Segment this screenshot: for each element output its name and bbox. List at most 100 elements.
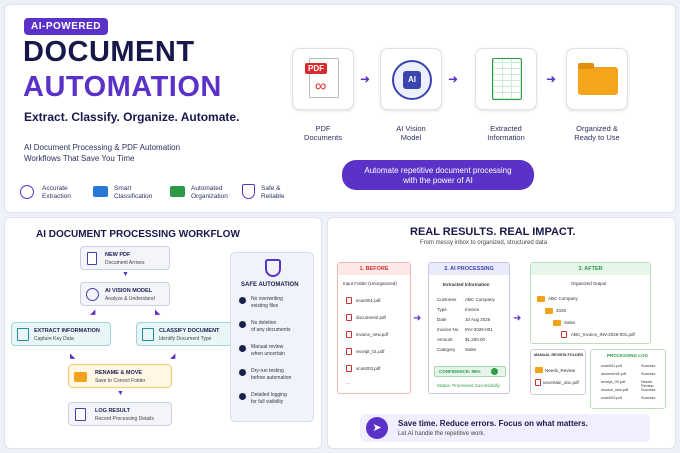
safe-item-2-l2: of any documents [251, 327, 291, 333]
brain-icon [86, 288, 99, 301]
log-row-3-file: receipt_09.pdf [601, 380, 626, 384]
ai-label-1: AI Vision [396, 124, 426, 133]
organized-label-2: Ready to Use [574, 133, 620, 142]
step-rename-title: RENAME & MOVE [95, 370, 143, 376]
feature-2-l1: Smart [114, 185, 132, 192]
arrow-down-left-icon: ◢ [90, 309, 96, 316]
after-card: 3. AFTER Organized Output ABC Company 20… [530, 262, 651, 344]
step-new-title: NEW PDF [105, 252, 131, 258]
folder-icon [578, 67, 618, 95]
check-icon [239, 321, 246, 328]
after-tree-2: 2026 [556, 308, 567, 313]
organized-step [566, 48, 628, 110]
tag-icon [142, 328, 154, 341]
before-file-3: invoice_new.pdf [356, 332, 389, 337]
after-tree-3: Sales [564, 320, 576, 325]
arrow-right-icon: ➜ [546, 72, 557, 86]
step-extract-sub: Capture Key Data [34, 336, 74, 342]
ai-processing-card: 2. AI PROCESSING Extracted Information C… [428, 262, 510, 394]
cta-line-1: Automate repetitive document processing [364, 166, 512, 175]
check-circle-icon [491, 368, 498, 375]
processing-log-card: PROCESSING LOG scan001.pdf Success docum… [590, 349, 666, 409]
confidence-box [434, 366, 506, 377]
ai-row-2-val: Invoice [465, 307, 480, 312]
ai-processing-header: 2. AI PROCESSING [429, 263, 509, 275]
check-icon [239, 345, 246, 352]
step-vision-title: AI VISION MODEL [105, 288, 153, 294]
log-row-3-status: Needs Review [641, 380, 654, 388]
ai-row-3-val: 10 Aug 2026 [465, 317, 491, 322]
pdf-label-2: Documents [304, 133, 342, 142]
step-rename: RENAME & MOVE Save to Correct Folder [68, 364, 172, 388]
arrow-down-right-icon: ◣ [155, 309, 161, 316]
log-title: PROCESSING LOG [607, 353, 649, 358]
ai-row-1-key: Customer [437, 297, 457, 302]
ai-processing-sub: Extracted Information [443, 282, 490, 287]
safe-automation-box: SAFE AUTOMATION No overwriting existing … [230, 252, 314, 422]
safe-item-4-l1: Dry-run testing [251, 368, 284, 374]
log-row-2-status: Success [641, 372, 656, 376]
log-row-1-status: Success [641, 364, 656, 368]
step-ai-vision: AI VISION MODEL Analyze & Understand [80, 282, 170, 306]
log-row-4-file: invoice_new.pdf [601, 388, 629, 392]
pdf-label-1: PDF [315, 124, 331, 133]
table-icon [17, 328, 29, 341]
before-card: 1. BEFORE Input Folder (Unorganized) sca… [337, 262, 411, 394]
ai-row-5-key: Amount [437, 337, 453, 342]
safe-item-1-l1: No overwriting [251, 296, 283, 302]
safe-item-5-l1: Detailed logging [251, 392, 287, 398]
ai-tag: AI [403, 71, 421, 89]
hero-title-line2: AUTOMATION [23, 71, 222, 103]
step-log-title: LOG RESULT [95, 408, 131, 414]
pdf-file-icon [346, 297, 352, 304]
after-tree-4: ABC_Invoice_INV-2026-001.pdf [571, 332, 635, 337]
arrow-down-left-icon: ◢ [170, 353, 176, 360]
ai-row-4-key: Invoice No. [437, 327, 460, 332]
step-classify-sub: Identify Document Type [159, 336, 212, 342]
workflow-title: AI DOCUMENT PROCESSING WORKFLOW [36, 229, 240, 240]
feature-3-l1: Automated [191, 185, 223, 192]
feature-2-l2: Classification [114, 193, 153, 200]
arrow-right-icon: ➜ [413, 313, 422, 324]
review-title: MANUAL REVIEW FOLDER [534, 353, 584, 357]
step-extract-title: EXTRACT INFORMATION [34, 328, 100, 334]
check-icon [239, 393, 246, 400]
folder-icon [537, 296, 545, 302]
before-folder-label: Input Folder (Unorganized) [343, 281, 397, 286]
review-item-2: uncertain_doc.pdf [543, 380, 579, 385]
after-header: 3. AFTER [531, 263, 650, 275]
feature-list: Accurate Extraction Smart Classification… [20, 183, 290, 205]
after-sub: Organized Output [571, 281, 607, 286]
feature-3-l2: Organization [191, 193, 228, 200]
log-icon [75, 408, 86, 421]
cta-banner[interactable]: Automate repetitive document processing … [342, 160, 534, 190]
shield-icon [242, 184, 255, 199]
log-row-2-file: document2.pdf [601, 372, 627, 376]
step-log: LOG RESULT Record Processing Details [68, 402, 172, 426]
footer-line-1: Save time. Reduce errors. Focus on what … [398, 419, 588, 428]
folder-icon [545, 308, 553, 314]
log-row-5-file: scan003.pdf [601, 396, 622, 400]
folder-icon [74, 372, 87, 382]
acrobat-icon: ∞ [315, 78, 327, 95]
pdf-tag: PDF [305, 63, 327, 74]
feature-1-l1: Accurate [42, 185, 68, 192]
arrow-right-icon: ➜ [513, 313, 522, 324]
status-label: Status: Processed Successfully [437, 383, 500, 388]
log-row-1-file: scan001.pdf [601, 364, 622, 368]
step-classify: CLASSIFY DOCUMENT Identify Document Type [136, 322, 236, 346]
ai-row-3-key: Date [437, 317, 447, 322]
pdf-file-icon [535, 379, 541, 386]
before-file-5: scan003.pdf [356, 366, 381, 371]
step-log-sub: Record Processing Details [95, 416, 154, 422]
pdf-file-icon [346, 348, 352, 355]
step-vision-sub: Analyze & Understand [105, 296, 155, 302]
review-item-1: Needs_Review [545, 368, 576, 373]
hero-subtitle-2: Workflows That Save You Time [24, 154, 135, 163]
feature-4-l2: Reliable [261, 193, 285, 200]
review-folder-card: MANUAL REVIEW FOLDER Needs_Review uncert… [530, 349, 586, 395]
hero-subtitle-1: AI Document Processing & PDF Automation [24, 143, 181, 152]
safe-item-2-l1: No deletion [251, 320, 277, 326]
pdf-file-icon [346, 365, 352, 372]
arrow-down-icon: ▼ [122, 271, 129, 278]
